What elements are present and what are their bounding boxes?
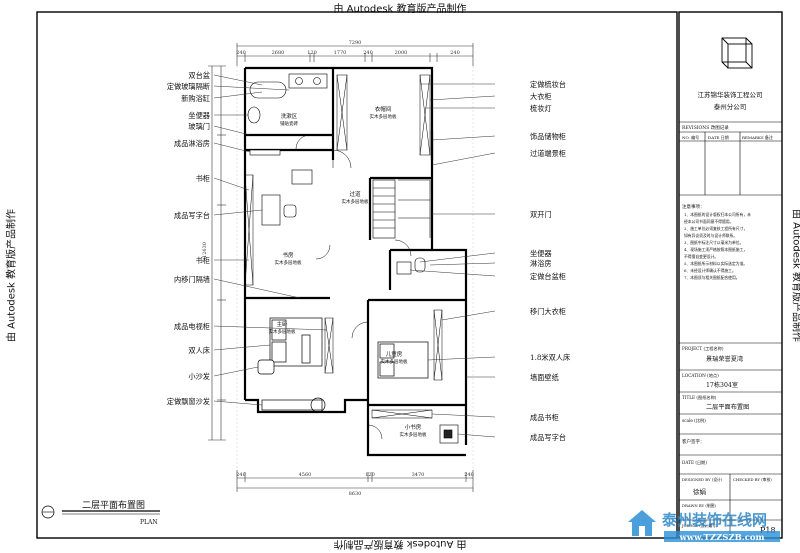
house-logo-icon bbox=[628, 510, 656, 536]
dim-bottom-seg: 240 bbox=[236, 472, 246, 478]
room-name: 主卧 bbox=[276, 320, 288, 328]
designed-label: DESIGNED BY (设计) bbox=[682, 477, 723, 482]
left-label: 书柜 bbox=[196, 256, 210, 265]
dim-left-total: 12630 bbox=[202, 242, 208, 258]
room-name: 小书房 bbox=[405, 423, 422, 431]
room-floor: 实木多层地板 bbox=[342, 198, 369, 205]
right-label: 定做梳妆台 bbox=[530, 80, 566, 89]
left-label: 双人床 bbox=[188, 346, 210, 355]
left-label: 新购浴缸 bbox=[181, 94, 210, 103]
rev-col: REMARKS 备注 bbox=[742, 134, 773, 140]
project-label: PROJECT (工程名称) bbox=[682, 345, 724, 352]
left-label: 成品电视柜 bbox=[174, 322, 210, 331]
right-label: 移门大衣柜 bbox=[530, 307, 566, 316]
right-label: 梳妆灯 bbox=[530, 104, 552, 113]
company-logo-icon bbox=[721, 37, 753, 69]
client-sign-label: 客户签字： bbox=[682, 438, 705, 445]
company-name: 江苏锦华装饰工程公司 bbox=[698, 90, 763, 99]
dim-bottom-seg: 120 bbox=[365, 472, 375, 478]
dim-top-seg: 1770 bbox=[334, 50, 347, 56]
right-label: 双开门 bbox=[530, 210, 552, 219]
room-name: 儿童房 bbox=[386, 350, 403, 358]
room-name: 衣帽间 bbox=[375, 105, 392, 113]
site-watermark-name: 泰州装饰在线网 bbox=[661, 511, 767, 529]
sheet-number: P18 bbox=[760, 526, 776, 535]
revisions-header: REVISIONS 改图记录 bbox=[682, 124, 729, 131]
note-line: 2、施工单位必须复核工程所有尺寸， bbox=[684, 226, 747, 231]
right-label: 过道端景柜 bbox=[530, 149, 566, 158]
notes-title: 注意事项： bbox=[682, 203, 705, 210]
site-watermark-url: www.TZZSZB.com bbox=[678, 533, 764, 543]
room-name: 书房 bbox=[282, 251, 294, 259]
plan-subtitle: PLAN bbox=[140, 519, 158, 526]
dim-bottom-seg: 3470 bbox=[412, 472, 425, 478]
right-label: 成品书柜 bbox=[530, 413, 559, 422]
scale-label: scale (比例) bbox=[682, 417, 706, 424]
note-line: 经本公司书面同意不得擅用。 bbox=[684, 219, 733, 224]
right-label: 淋浴房 bbox=[530, 259, 552, 268]
right-label: 成品写字台 bbox=[530, 433, 566, 442]
room-floor: 铺贴瓷砖 bbox=[280, 120, 298, 127]
location-label: LOCATION (地点) bbox=[682, 372, 719, 379]
drawing-title: 二层平面布置图 bbox=[706, 403, 749, 411]
right-label: 定做台盆柜 bbox=[530, 272, 566, 281]
note-line: 不得擅自变更设计。 bbox=[684, 254, 718, 259]
checked-label: CHECKED BY (审核) bbox=[733, 477, 772, 482]
left-label: 双台盆 bbox=[188, 71, 210, 80]
left-label: 书柜 bbox=[196, 174, 210, 183]
company-branch: 泰州分公司 bbox=[714, 102, 747, 111]
room-floor: 实木多层地板 bbox=[275, 259, 302, 266]
note-line: 5、本图纸所示材料以实际选定为准。 bbox=[684, 261, 747, 266]
dim-bottom-total: 8630 bbox=[349, 491, 362, 497]
title-label: TITLE (图纸名称) bbox=[682, 394, 717, 401]
right-label: 坐便器 bbox=[530, 249, 552, 258]
note-line: 6、未经设计师确认不得施工。 bbox=[684, 268, 736, 273]
dim-top-seg: 240 bbox=[450, 50, 460, 56]
left-label: 玻璃门 bbox=[188, 122, 210, 131]
right-label: 大衣柜 bbox=[530, 92, 552, 101]
project-name: 景瑞荣誉夏湾 bbox=[706, 355, 743, 363]
note-line: 3、图纸中标注尺寸以毫米为单位。 bbox=[684, 240, 743, 245]
dim-bottom-seg: 4560 bbox=[299, 472, 312, 478]
date-label: DATE (日期) bbox=[682, 460, 707, 466]
dim-bottom-seg: 240 bbox=[464, 472, 474, 478]
job-label: JOB NO. (设计编号) bbox=[681, 523, 718, 528]
left-label: 成品写字台 bbox=[174, 211, 210, 220]
designer-name: 徐娟 bbox=[693, 487, 706, 496]
left-label: 定做玻璃隔断 bbox=[167, 82, 210, 91]
rev-col: NO. 编号 bbox=[682, 134, 699, 140]
dim-top-seg: 2000 bbox=[395, 50, 408, 56]
site-watermark: 泰州装饰在线网 www.TZZSZB.com bbox=[628, 510, 780, 543]
room-floor: 实木多层地板 bbox=[269, 328, 296, 335]
right-label: 饰品储物柜 bbox=[530, 132, 566, 141]
room-floor: 实木多层地板 bbox=[381, 358, 408, 365]
left-label: 内移门隔墙 bbox=[174, 275, 210, 284]
note-line: 4、现场施工须严格按照本图纸施工， bbox=[684, 247, 747, 252]
rev-col: DATE 日期 bbox=[708, 134, 729, 140]
dim-top-seg: 240 bbox=[363, 50, 373, 56]
note-line: 如有异议须及时与设计师联系。 bbox=[684, 233, 737, 238]
dim-top-seg: 120 bbox=[307, 50, 317, 56]
left-label: 成品淋浴房 bbox=[174, 139, 210, 148]
dim-top-seg: 2680 bbox=[272, 50, 285, 56]
left-label: 小沙发 bbox=[188, 372, 210, 381]
left-label: 坐便器 bbox=[188, 111, 210, 120]
room-name: 过道 bbox=[349, 190, 361, 198]
note-line: 1、本图纸的设计版权归本公司所有，未 bbox=[684, 212, 751, 217]
room-floor: 实木多层地板 bbox=[400, 431, 427, 438]
right-label: 墙面壁纸 bbox=[530, 373, 559, 382]
room-floor: 实木多层地板 bbox=[370, 113, 397, 120]
note-line: 7、本图须与相关图纸配合使用。 bbox=[684, 275, 740, 280]
left-label: 定做飘窗沙发 bbox=[167, 397, 210, 406]
drawn-label: DRAWN BY (制图) bbox=[682, 503, 716, 508]
dim-top-seg: 240 bbox=[236, 50, 246, 56]
watermark-top: 由 Autodesk 教育版产品制作 bbox=[333, 4, 467, 15]
right-label: 1.8米双人床 bbox=[530, 353, 570, 362]
room-name: 洗漱区 bbox=[281, 112, 298, 120]
location-value: 17栋304室 bbox=[706, 381, 738, 389]
dim-top-total: 7290 bbox=[349, 40, 362, 46]
plan-title: 二层平面布置图 bbox=[82, 499, 145, 511]
